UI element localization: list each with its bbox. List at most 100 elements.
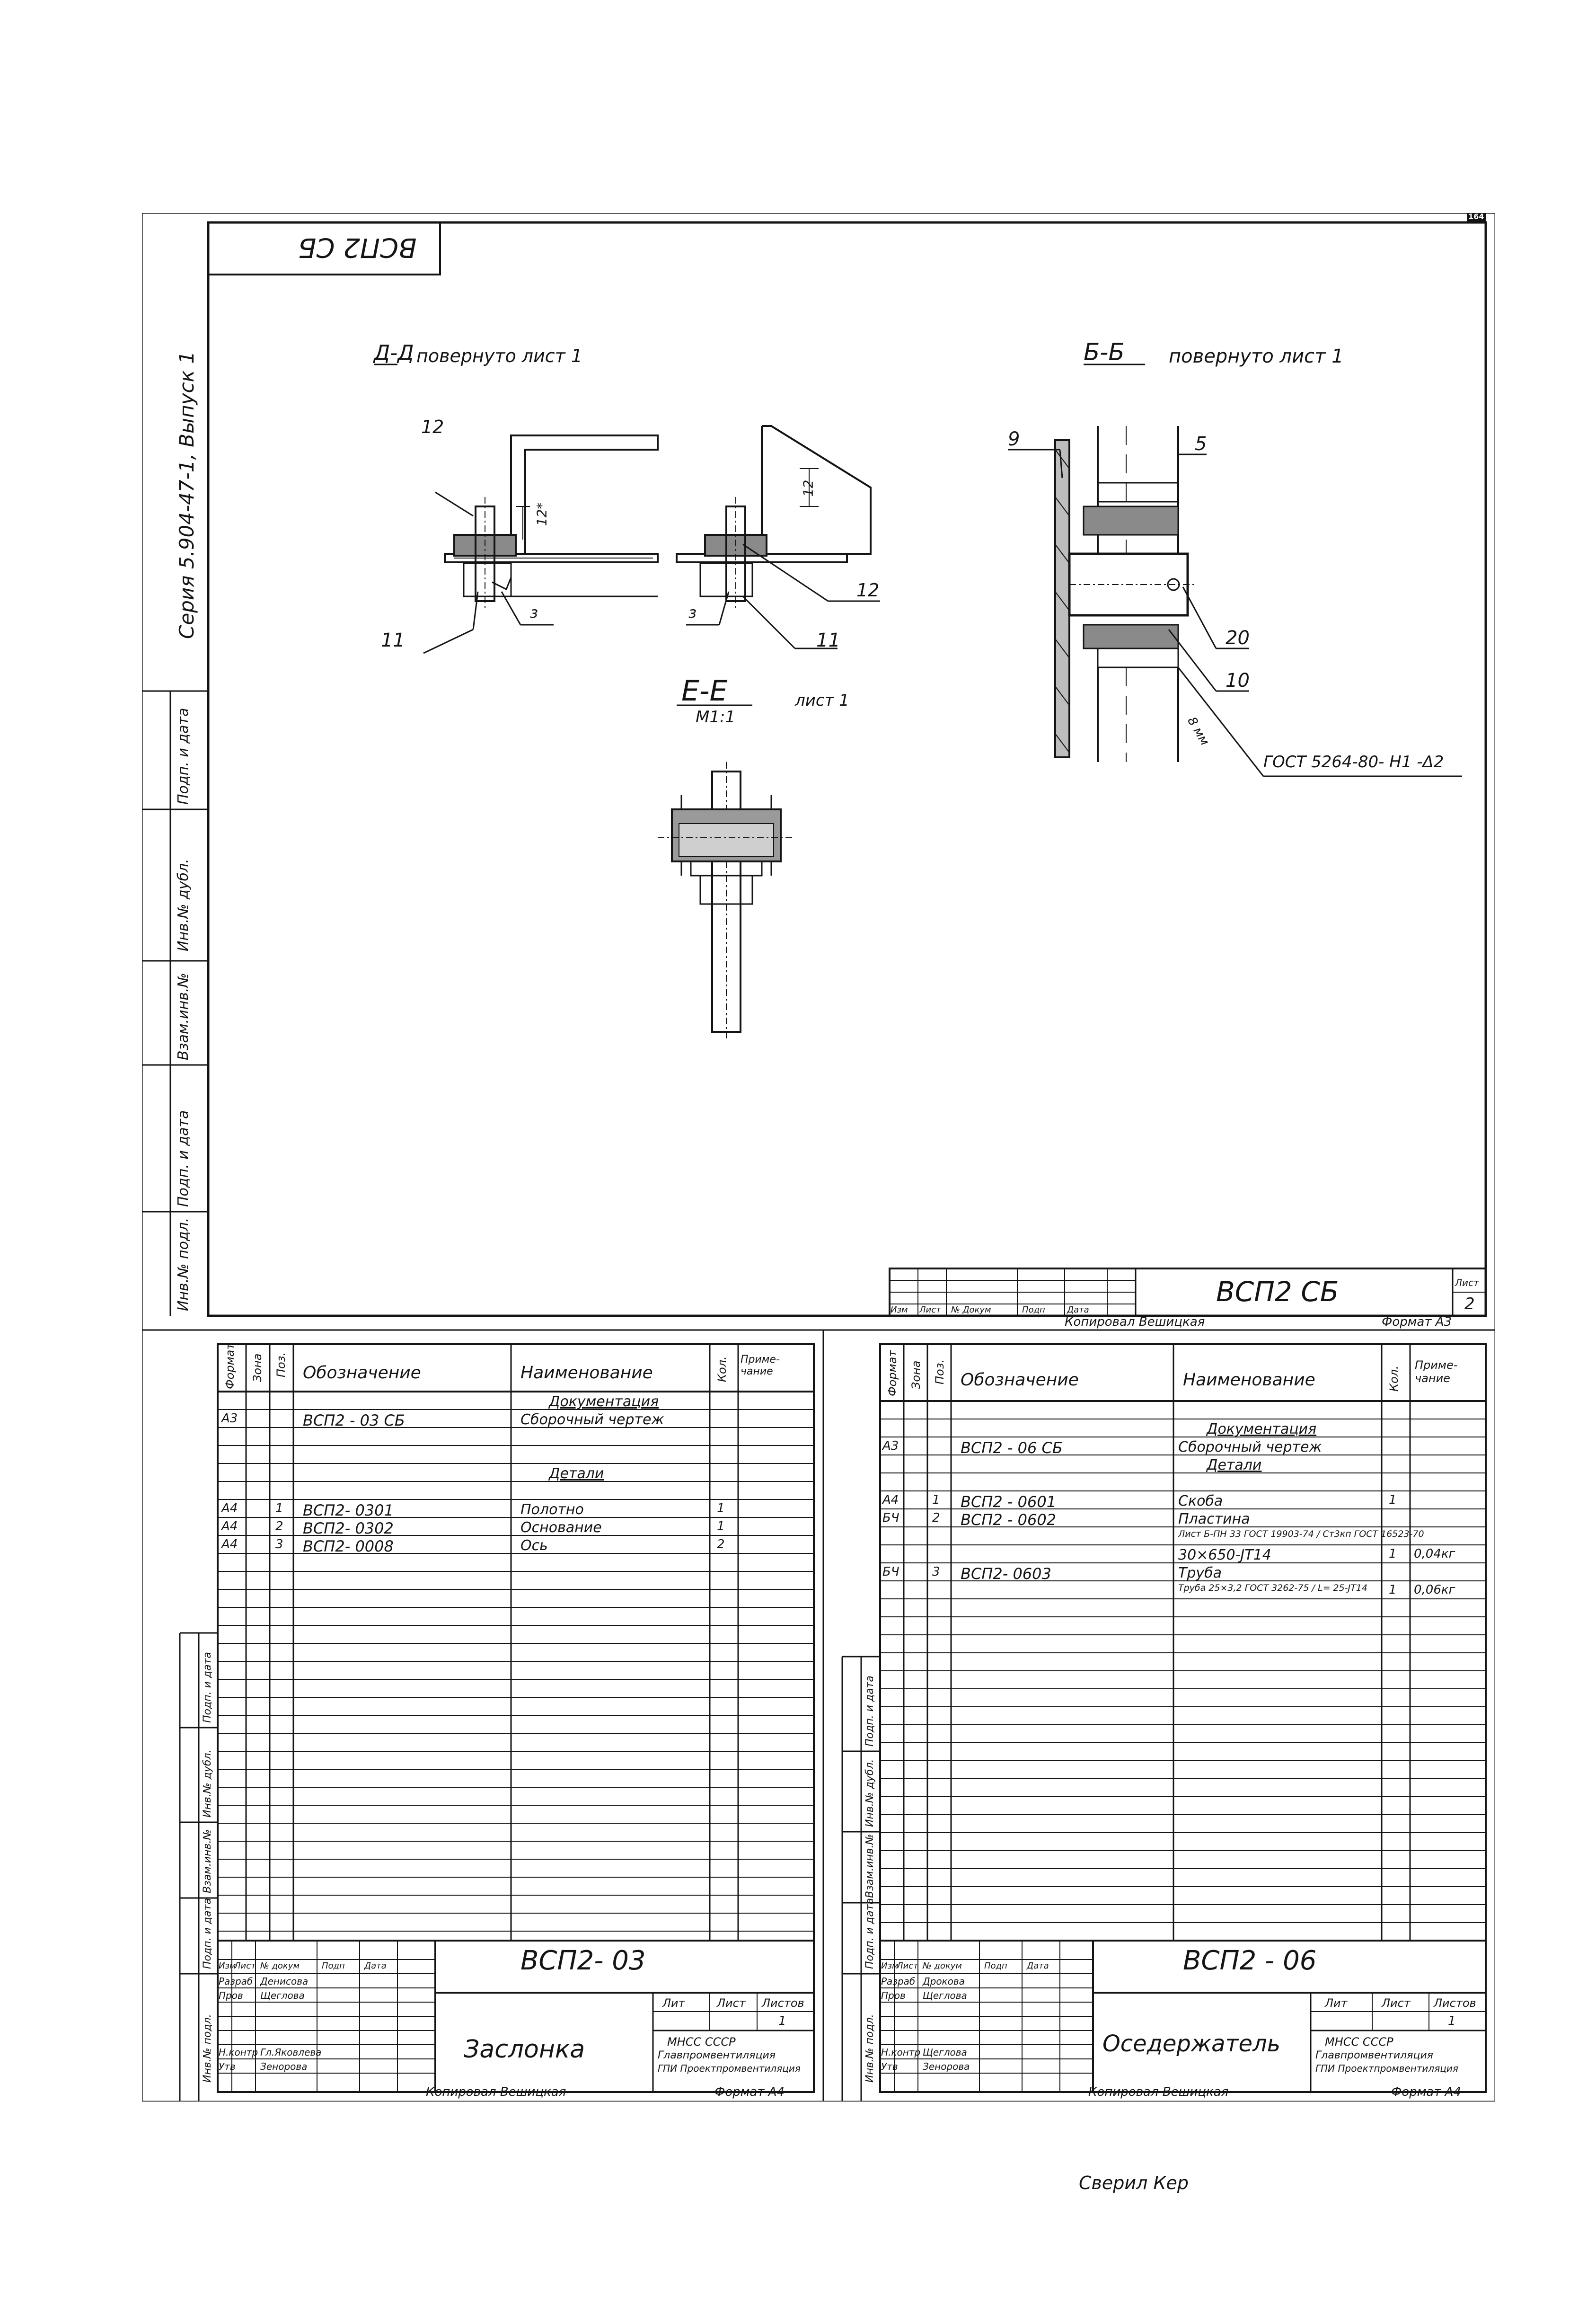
left-tb-code: ВСП2- 03 <box>520 1945 646 1976</box>
tb-head-date: Дата <box>1067 1305 1089 1315</box>
spec-cell-pos: 2 <box>932 1511 940 1525</box>
callout-11-dd-right: 11 <box>816 630 840 651</box>
callout-12-dd-left: 12 <box>421 417 444 437</box>
spec-cell-name: Скоба <box>1178 1493 1223 1509</box>
right-tb-lit: Лит <box>1325 1996 1348 2010</box>
spec-cell-des: ВСП2- 0603 <box>961 1565 1051 1583</box>
left-tb-person-4: Гл.Яковлева <box>260 2047 322 2058</box>
spec-cell-name: Основание <box>520 1519 602 1536</box>
spec-cell-qty: 1 <box>1389 1583 1397 1597</box>
spec-cell-name: 30×650-ЈТ14 <box>1178 1547 1271 1563</box>
spec-cell-name: Труба 25×3,2 ГОСТ 3262-75 / L= 25-ЈТ14 <box>1178 1583 1367 1593</box>
left-tb-list: Лист <box>717 1996 746 2010</box>
callout-12-dd-right: 12 <box>856 580 880 601</box>
section-dd-title: Д-Д <box>374 341 414 365</box>
left-format: Формат А4 <box>714 2085 785 2099</box>
spec-cell-des: ВСП2 - 06 СБ <box>961 1439 1063 1457</box>
right-tb-person-2: Щеглова <box>923 1990 967 2001</box>
section-ee-scale: М1:1 <box>696 708 736 727</box>
spec-cell-qty: 1 <box>717 1501 725 1516</box>
top-sheet-number: 2 <box>1464 1295 1475 1313</box>
right-tb-role-4: Н.контр <box>881 2047 921 2058</box>
left-tb-role-2: Пров <box>219 1990 243 2001</box>
section-ee-title: Е-Е <box>681 674 728 708</box>
left-head-qty: Кол. <box>715 1356 729 1382</box>
left-tb-total: 1 <box>778 2014 786 2028</box>
left-tb-role-4: Н.контр <box>219 2047 258 2058</box>
left-head-zone: Зона <box>251 1353 264 1382</box>
left-margin-label-2: Инв.№ дубл. <box>202 1749 213 1818</box>
top-drawing-code: ВСП2 СБ <box>1216 1276 1339 1308</box>
tb-head-izm: Изм <box>891 1305 908 1315</box>
top-copied-by: Копировал Вешицкая <box>1065 1315 1205 1329</box>
spec-cell-name: Детали <box>1207 1457 1262 1473</box>
right-format: Формат А4 <box>1391 2085 1462 2099</box>
sheet-corner-number: 164 <box>1468 212 1484 221</box>
left-margin-label-4: Подп. и дата <box>202 1898 213 1969</box>
right-tb-h-date: Дата <box>1027 1961 1049 1971</box>
right-head-qty: Кол. <box>1387 1366 1401 1392</box>
spec-cell-name: Полотно <box>520 1501 584 1518</box>
spec-cell-fmt: БЧ <box>882 1565 899 1579</box>
spec-cell-name: Документация <box>549 1393 659 1410</box>
right-tb-person-4: Щеглова <box>923 2047 967 2058</box>
right-tb-h-doc: № докум <box>923 1961 962 1971</box>
dim-12: 12 <box>800 479 816 497</box>
spec-cell-fmt: А3 <box>221 1411 238 1426</box>
callout-10: 10 <box>1226 670 1250 692</box>
right-tb-person-1: Дрокова <box>923 1976 965 1987</box>
margin-label-1: Подп. и дата <box>175 708 192 805</box>
spec-cell-name: Сборочный чертеж <box>1178 1439 1322 1455</box>
left-tb-role-5: Утв <box>219 2061 236 2072</box>
spec-cell-note: 0,04кг <box>1414 1547 1455 1561</box>
spec-cell-qty: 1 <box>717 1519 725 1534</box>
left-tb-h-doc: № докум <box>260 1961 300 1971</box>
spec-cell-name: Детали <box>549 1465 604 1482</box>
right-tb-name: Оседержатель <box>1102 2031 1281 2057</box>
left-head-pos: Поз. <box>274 1352 288 1377</box>
left-tb-person-2: Щеглова <box>260 1990 305 2001</box>
left-copied-by: Копировал Вешицкая <box>426 2085 566 2099</box>
left-head-name: Наименование <box>520 1363 653 1383</box>
right-margin-label-1: Подп. и дата <box>864 1676 876 1747</box>
left-tb-org-2: Главпромвентиляция <box>658 2049 776 2061</box>
tb-head-doc: № Докум <box>951 1305 991 1315</box>
left-tb-org-1: МНСС СССР <box>667 2035 736 2049</box>
spec-cell-des: ВСП2 - 0602 <box>961 1511 1057 1529</box>
spec-cell-name: Сборочный чертеж <box>520 1411 664 1428</box>
right-tb-org-2: Главпромвентиляция <box>1315 2049 1433 2061</box>
right-tb-h-sign: Подп <box>984 1961 1007 1971</box>
drawing-lines <box>142 213 1495 2102</box>
spec-cell-name: Ось <box>520 1537 548 1554</box>
spec-cell-pos: 3 <box>275 1537 283 1552</box>
right-tb-person-5: Зенорова <box>923 2061 970 2072</box>
spec-cell-des: ВСП2 - 0601 <box>961 1493 1057 1511</box>
spec-cell-des: ВСП2- 0302 <box>303 1519 394 1537</box>
right-margin-label-3: Взам.инв.№ <box>864 1834 876 1898</box>
left-tb-h-sign: Подп <box>322 1961 345 1971</box>
series-label: Серия 5.904-47-1, Выпуск 1 <box>175 351 198 639</box>
callout-11-dd-left: 11 <box>381 630 405 651</box>
spec-cell-fmt: А4 <box>221 1501 238 1516</box>
left-tb-h-date: Дата <box>364 1961 387 1971</box>
right-tb-org-3: ГПИ Проектпромвентиляция <box>1315 2063 1458 2074</box>
spec-cell-qty: 1 <box>1389 1493 1397 1507</box>
right-tb-role-2: Пров <box>881 1990 906 2001</box>
spec-cell-fmt: А4 <box>221 1537 238 1552</box>
spec-cell-qty: 2 <box>717 1537 725 1552</box>
left-tb-h-list: Лист <box>234 1961 256 1971</box>
right-tb-h-izm: Изм <box>881 1961 899 1971</box>
spec-cell-pos: 1 <box>275 1501 283 1516</box>
spec-cell-name: Пластина <box>1178 1511 1250 1527</box>
left-tb-role-1: Разраб <box>219 1976 253 1987</box>
spec-cell-pos: 3 <box>932 1565 940 1579</box>
callout-20: 20 <box>1226 627 1250 649</box>
left-tb-person-1: Денисова <box>260 1976 309 1987</box>
assembly-drawing-sheet: ВСП2 СБ 164 Серия 5.904-47-1, Выпуск 1 П… <box>142 212 1495 2102</box>
right-tb-total: 1 <box>1448 2014 1456 2028</box>
callout-9: 9 <box>1008 428 1020 450</box>
spec-cell-note: 0,06кг <box>1414 1583 1455 1597</box>
right-copied-by: Копировал Вешицкая <box>1088 2085 1229 2099</box>
margin-label-2: Инв.№ дубл. <box>175 859 192 951</box>
callout-weld-dd-right: з <box>688 603 697 621</box>
